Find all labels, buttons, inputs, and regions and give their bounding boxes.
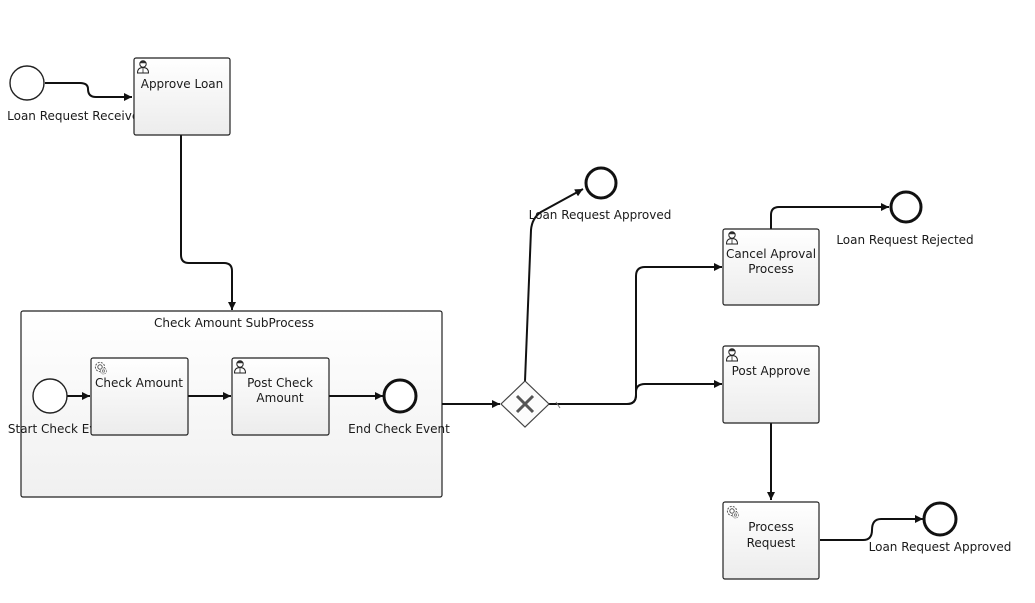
flow-process-request-to-approved-bottom[interactable]: [820, 515, 923, 541]
task-check-amount[interactable]: Check Amount: [90, 357, 189, 436]
start-check-event-label: Start Check Event: [8, 422, 117, 436]
task-label-line-2: Amount: [256, 391, 303, 405]
start-event-label: Loan Request Received: [7, 109, 147, 123]
end-event-loan-request-approved-bottom[interactable]: Loan Request Approved: [869, 501, 1012, 554]
task-cancel-aproval-process[interactable]: Cancel Aproval Process: [722, 228, 820, 306]
task-label: Post Approve: [732, 364, 811, 378]
flow-approve-to-subprocess[interactable]: [180, 135, 236, 310]
task-process-request[interactable]: Process Request: [722, 501, 820, 580]
end-event-check[interactable]: End Check Event: [348, 378, 450, 436]
default-flow-marker: [555, 401, 561, 409]
flow-cancel-aproval-to-rejected[interactable]: [770, 203, 889, 229]
end-event-loan-request-rejected[interactable]: Loan Request Rejected: [836, 190, 974, 247]
flow-received-to-approve[interactable]: [45, 82, 132, 101]
end-event-loan-request-approved-top[interactable]: Loan Request Approved: [529, 166, 672, 222]
start-event-check[interactable]: Start Check Event: [8, 378, 117, 436]
task-label-line-1: Post Check: [247, 376, 313, 390]
exclusive-gateway[interactable]: [500, 380, 550, 428]
end-event-label: Loan Request Rejected: [836, 233, 973, 247]
task-label: Check Amount: [95, 376, 183, 390]
subprocess-title: Check Amount SubProcess: [154, 316, 314, 330]
task-post-check-amount[interactable]: Post Check Amount: [231, 357, 330, 436]
end-check-event-label: End Check Event: [348, 422, 450, 436]
end-event-label: Loan Request Approved: [869, 540, 1012, 554]
x-icon: [515, 394, 535, 414]
task-label-line-1: Process: [748, 520, 794, 534]
task-label-line-2: Process: [748, 262, 794, 276]
task-label-line-2: Request: [747, 536, 796, 550]
end-event-label: Loan Request Approved: [529, 208, 672, 222]
task-approve-loan[interactable]: Approve Loan: [133, 57, 231, 136]
task-label: Approve Loan: [141, 77, 224, 91]
start-event-loan-request-received[interactable]: Loan Request Received: [7, 65, 147, 123]
flow-gateway-to-approved-top[interactable]: [524, 188, 584, 382]
task-post-approve[interactable]: Post Approve: [722, 345, 820, 424]
flow-gateway-to-post-approve[interactable]: [549, 380, 722, 405]
task-label-line-1: Cancel Aproval: [726, 247, 816, 261]
sequence-flows: [45, 82, 923, 541]
